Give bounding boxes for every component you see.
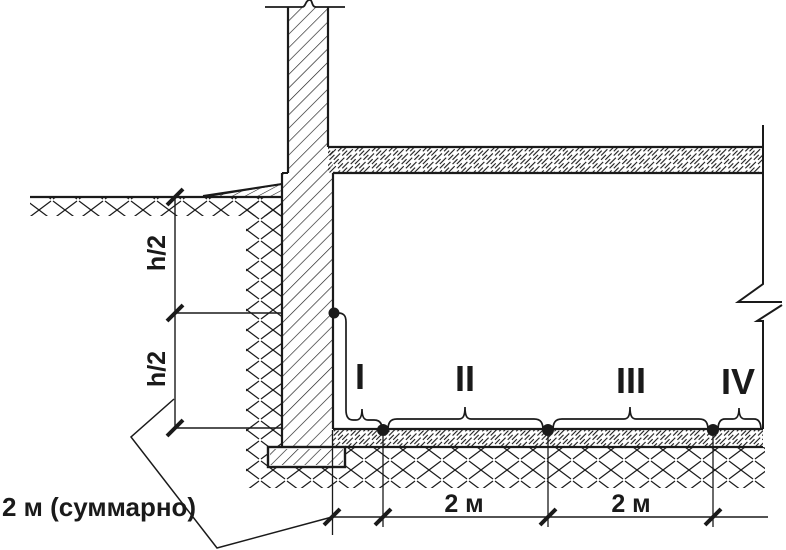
total-dimension-leader	[129, 398, 333, 549]
measurement-dot-3	[707, 424, 719, 436]
measurement-dots	[328, 307, 719, 436]
right-wall-upper-segment	[734, 125, 782, 303]
right-wall-break-icon	[753, 304, 783, 429]
brace-zone-iv	[717, 407, 762, 431]
tick-bottom-level	[165, 418, 185, 438]
wall-footing-hatch	[270, 449, 343, 465]
zone-braces	[337, 312, 762, 431]
tick-bottom-3	[703, 507, 723, 527]
dimension-label-2m-2: 2 м	[611, 490, 650, 518]
left-dimension-group	[165, 187, 282, 438]
zone-label-iii: III	[616, 360, 646, 401]
measurement-dot-wall	[328, 307, 340, 319]
zone-label-i: I	[355, 356, 365, 397]
right-wall-cut	[734, 125, 783, 429]
dimension-label-2m-1: 2 м	[444, 490, 483, 518]
tick-ground-level	[165, 187, 185, 207]
brace-zone-iii	[552, 406, 709, 431]
tick-bottom-2	[538, 507, 558, 527]
soil-backfill-strip	[246, 197, 282, 447]
wall-top-break-icon	[265, 0, 345, 8]
brace-zone-i	[337, 312, 383, 430]
wall-hatch-fill	[282, 7, 333, 447]
dimension-label-h2-upper: h/2	[143, 235, 171, 271]
zone-label-iv: IV	[721, 361, 755, 402]
measurement-dot-1	[377, 424, 389, 436]
wall-section	[265, 0, 345, 447]
floor-slab-upper	[328, 145, 763, 175]
dimension-label-h2-lower: h/2	[143, 351, 171, 387]
slope-line	[202, 183, 283, 197]
zone-label-ii: II	[455, 358, 475, 399]
soil-surface-row	[30, 197, 282, 216]
tick-bottom-1	[373, 507, 393, 527]
dimension-label-total: 2 м (суммарно)	[2, 492, 196, 522]
floor-slab-hatch	[328, 147, 763, 173]
brace-zone-ii	[387, 406, 544, 431]
bottom-dimension-group	[322, 430, 768, 535]
measurement-dot-2	[542, 424, 554, 436]
tick-mid-level	[165, 303, 185, 323]
